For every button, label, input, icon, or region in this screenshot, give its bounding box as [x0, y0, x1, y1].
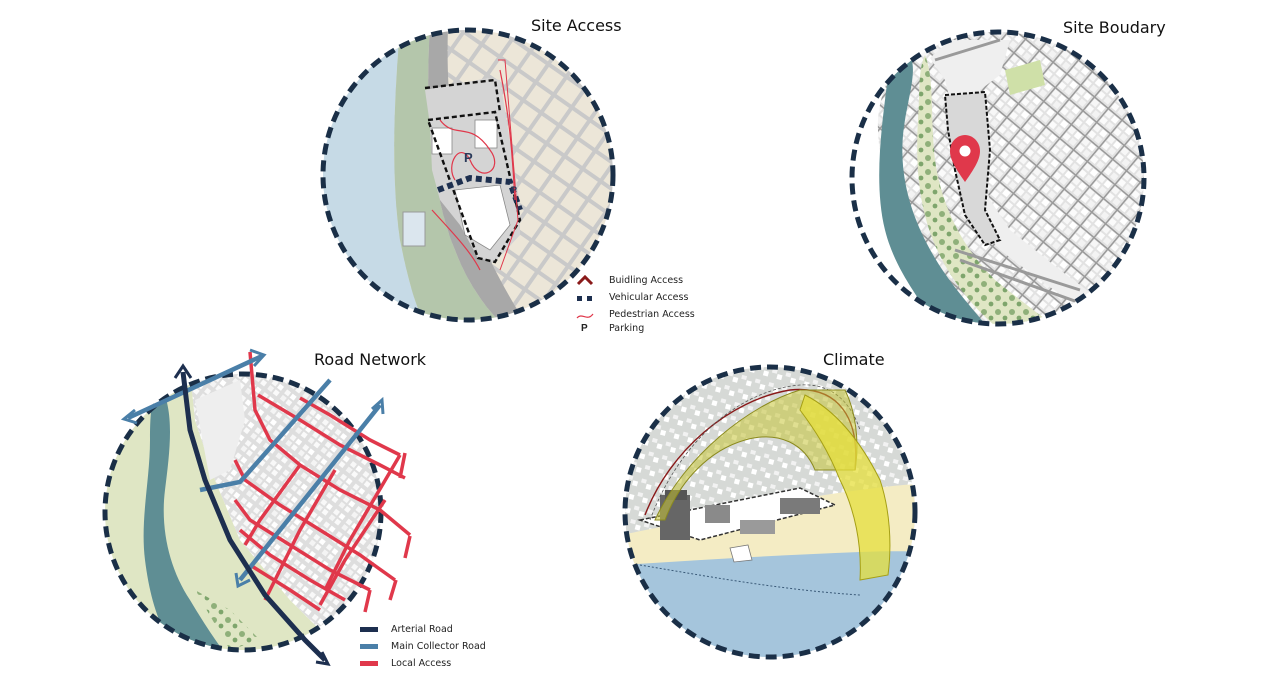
climate-title: Climate: [823, 350, 885, 369]
arterial-roads: [180, 371, 327, 662]
site-boundary-ring: [849, 29, 1147, 327]
arterial-road-swatch: [360, 627, 378, 632]
legend-local-access: Local Access: [391, 658, 452, 669]
vehicular-access-icon: [577, 296, 592, 301]
site-boundary-map: [852, 32, 1144, 324]
local-access-swatch: [360, 661, 378, 666]
main-collector-roads: [127, 353, 382, 582]
site-access-ring: [320, 27, 616, 323]
legend-building-access: Buidling Access: [609, 275, 684, 286]
main-collector-road-swatch: [360, 644, 378, 649]
site-access-title: Site Access: [531, 16, 622, 35]
parking-icon: P: [581, 323, 588, 334]
parking-label-1: P: [464, 150, 473, 165]
pedestrian-access-icon: [576, 313, 594, 319]
site-access-map: [323, 30, 613, 320]
legend-parking: Parking: [609, 323, 645, 334]
legend-arterial-road: Arterial Road: [391, 624, 453, 635]
location-pin-icon: [950, 135, 980, 182]
road-arrowheads: [120, 348, 385, 666]
road-network-title: Road Network: [314, 350, 427, 369]
local-access-roads: [233, 351, 412, 613]
parking-label-2: P: [511, 185, 517, 195]
climate-ring: [622, 364, 918, 660]
building-access-icon: [576, 274, 594, 286]
legend-vehicular-access: Vehicular Access: [609, 292, 689, 303]
legend-pedestrian-access: Pedestrian Access: [609, 309, 695, 320]
site-boundary-title: Site Boudary: [1063, 18, 1166, 37]
legend-main-collector-road: Main Collector Road: [391, 641, 486, 652]
